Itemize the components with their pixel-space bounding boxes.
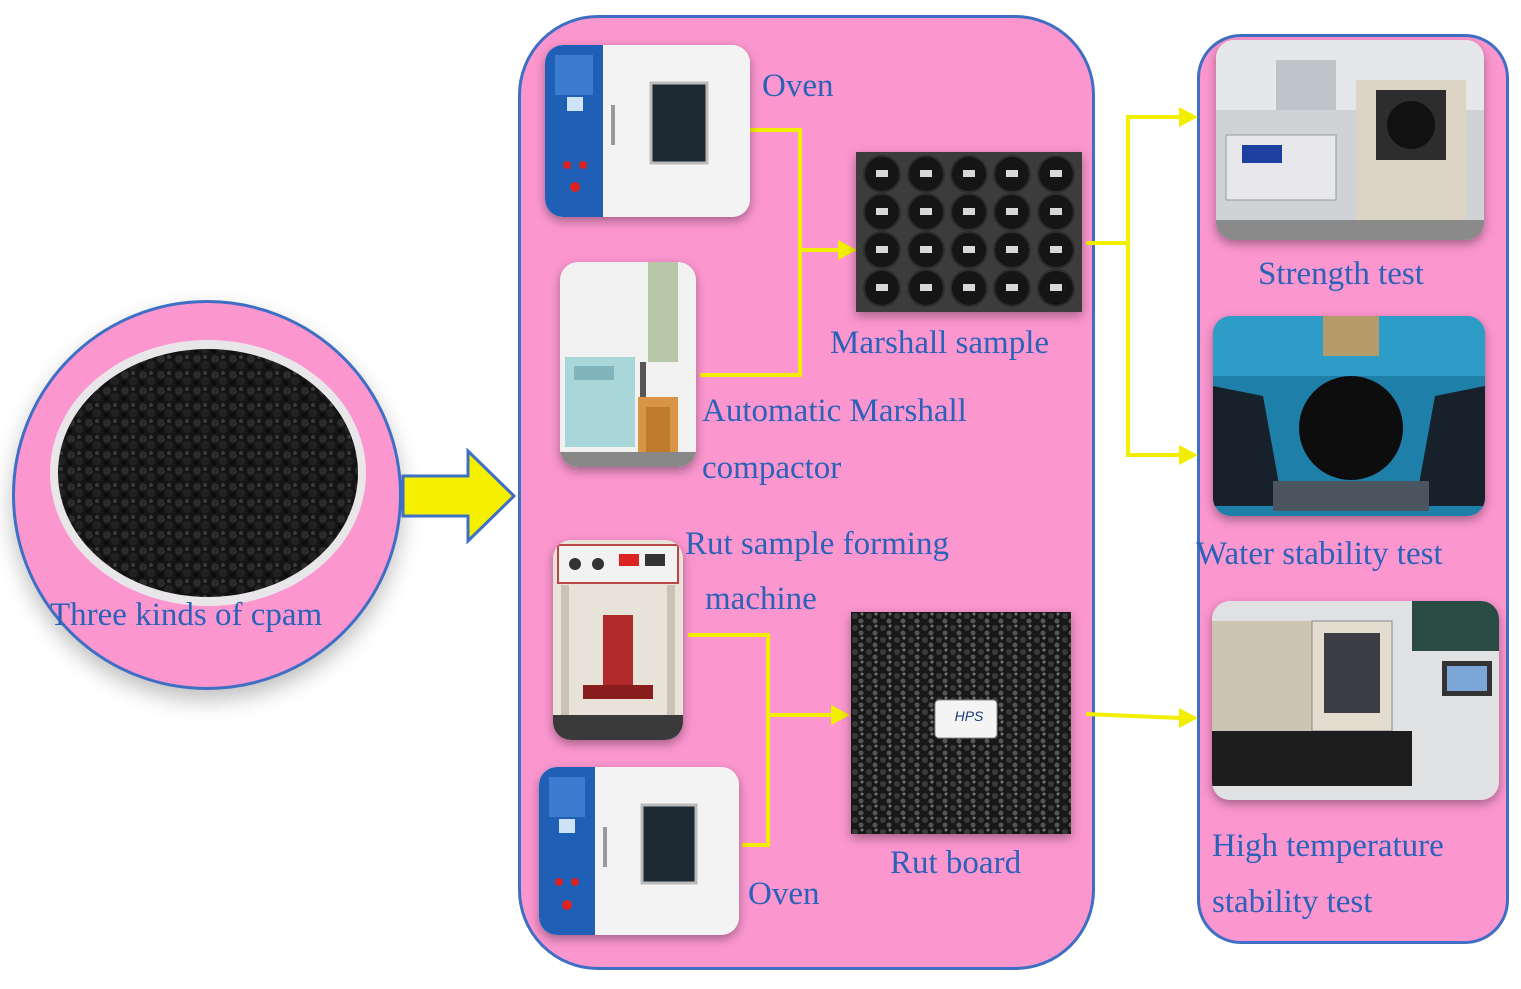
big-right-arrow-icon <box>401 448 517 544</box>
water-stability-test-photo-icon <box>1213 316 1485 516</box>
marshall-sample-label: Marshall sample <box>830 325 1050 361</box>
oven-top-label: Oven <box>762 68 834 104</box>
marshall-compactor-photo-icon <box>560 262 696 467</box>
oven-bottom-label: Oven <box>748 876 820 912</box>
water-stability-test-label: Water stability test <box>1196 536 1443 572</box>
rut-machine-label-line2: machine <box>705 581 817 617</box>
marshall-compactor-label-line1: Automatic Marshall <box>702 393 967 429</box>
strength-test-photo-icon <box>1216 40 1484 240</box>
rubber-granules-photo-icon <box>50 340 366 606</box>
high-temp-test-photo-icon <box>1212 601 1499 800</box>
marshall-sample-photo-icon <box>856 152 1082 312</box>
rut-machine-label-line1: Rut sample forming <box>685 526 949 562</box>
high-temp-test-label-line1: High temperature <box>1212 828 1444 864</box>
rut-board-tag-text: HPS <box>954 708 984 724</box>
rut-board-photo-icon <box>851 612 1071 834</box>
marshall-compactor-label-line2: compactor <box>702 450 842 486</box>
high-temp-test-label-line2: stability test <box>1212 884 1373 920</box>
oven-bottom-photo-icon <box>539 767 739 935</box>
rut-board-label: Rut board <box>890 845 1022 881</box>
strength-test-label: Strength test <box>1258 256 1424 292</box>
rut-forming-machine-photo-icon <box>553 540 683 740</box>
oven-top-photo-icon <box>545 45 750 217</box>
source-label: Three kinds of cpam <box>50 597 323 633</box>
